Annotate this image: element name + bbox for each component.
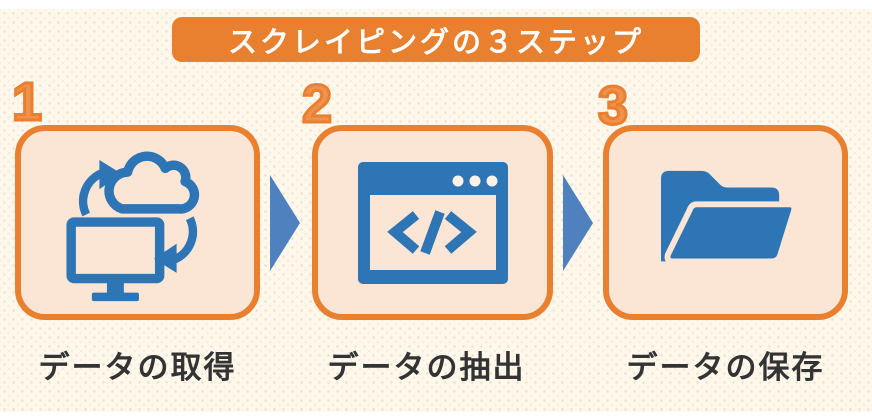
cloud-computer-sync-icon [58,143,218,303]
diagram-title: スクレイピングの３ステップ [227,26,644,59]
step-number-3: 3 [596,76,629,136]
step-box-3 [603,125,848,320]
flow-arrow-icon [270,175,300,271]
step-box-2 [312,125,553,320]
step-label-2: データの抽出 [327,350,526,385]
step-label-3: データの保存 [626,350,825,385]
step-number-1: 1 [10,72,43,132]
open-folder-icon [647,159,805,287]
diagram-background: スクレイピングの３ステップ 1 2 3 [0,9,872,412]
step-label-1: データの取得 [38,350,237,385]
title-banner: スクレイピングの３ステップ [172,17,700,62]
flow-arrow-icon [563,175,593,271]
step-number-2: 2 [300,74,333,134]
browser-code-icon [357,161,508,284]
step-box-1 [15,125,260,320]
